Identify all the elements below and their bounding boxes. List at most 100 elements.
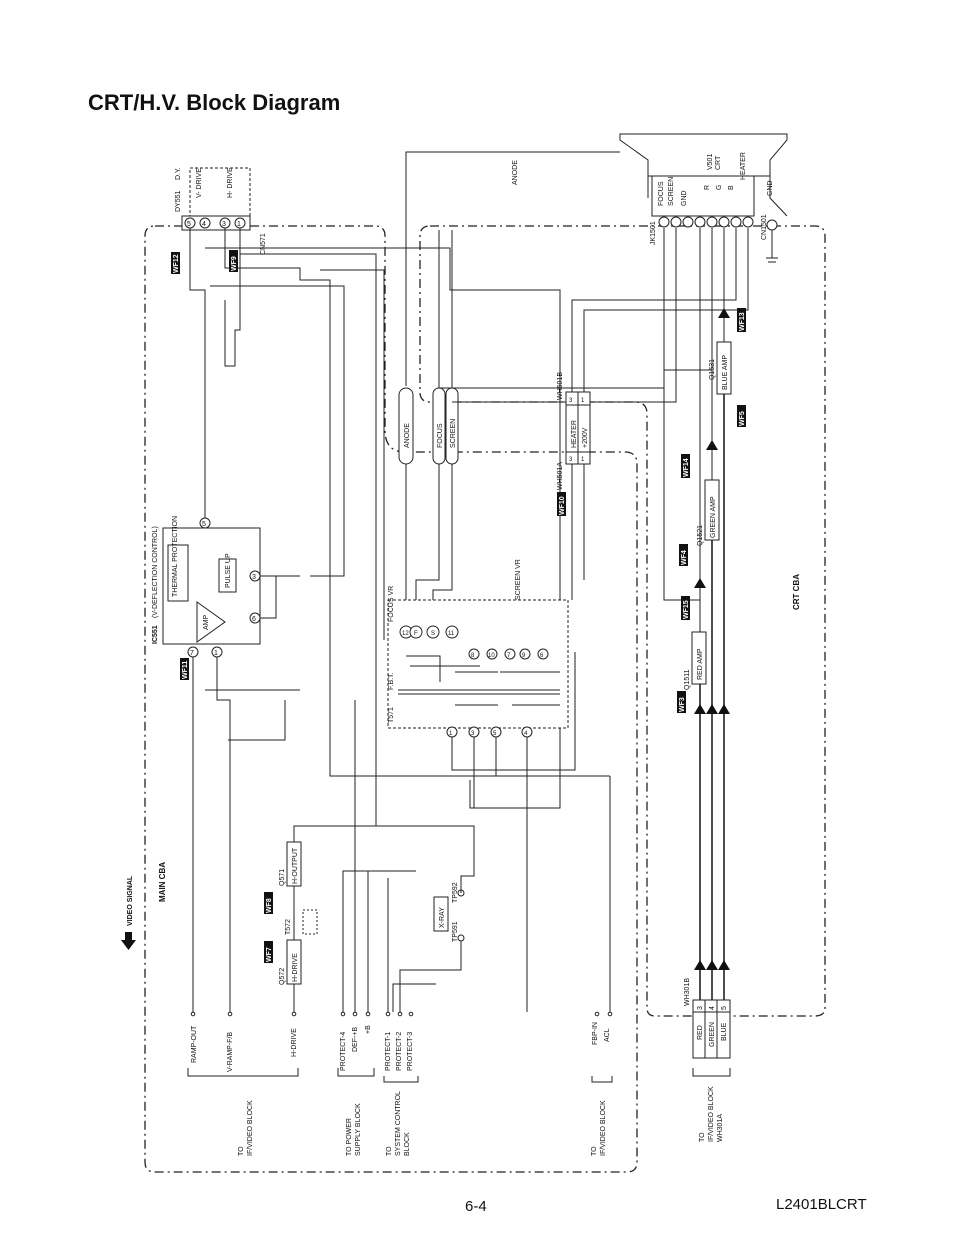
svg-text:TO: TO <box>238 1146 245 1156</box>
hv-leads: ANODE FOCUS SCREEN <box>398 387 459 465</box>
svg-text:DEF-+B: DEF-+B <box>352 1027 359 1052</box>
fbt-t571: T571 F.B.T. FOCUS VR SCREEN VR 12 F S 11… <box>387 559 569 738</box>
svg-text:3: 3 <box>222 221 226 228</box>
svg-text:AMP: AMP <box>203 615 210 631</box>
q571-h-output: H-OUTPUT Q571 <box>279 841 302 887</box>
svg-text:SYSTEM CONTROL: SYSTEM CONTROL <box>395 1091 402 1156</box>
svg-text:3: 3 <box>697 1006 704 1010</box>
svg-text:JK1501: JK1501 <box>650 221 657 245</box>
svg-text:SUPPLY BLOCK: SUPPLY BLOCK <box>355 1103 362 1156</box>
x-ray-block: X-RAY TP591 TP592 <box>433 882 465 942</box>
svg-text:CN571: CN571 <box>260 233 267 255</box>
svg-text:CN1501: CN1501 <box>761 214 768 240</box>
svg-text:SCREEN VR: SCREEN VR <box>515 559 522 600</box>
svg-text:BLUE: BLUE <box>721 1022 728 1041</box>
t572-transformer: T572 <box>285 909 318 935</box>
svg-text:Q572: Q572 <box>279 968 286 985</box>
svg-text:IF/VIDEO BLOCK: IF/VIDEO BLOCK <box>708 1086 715 1142</box>
svg-text:DY551: DY551 <box>175 190 182 212</box>
crt-cba-label: CRT CBA <box>792 574 801 610</box>
svg-text:WH501B: WH501B <box>557 372 564 400</box>
svg-text:FOCUS: FOCUS <box>437 423 444 448</box>
svg-text:HEATER: HEATER <box>740 152 747 180</box>
model-code: L2401BLCRT <box>776 1196 867 1213</box>
svg-text:9: 9 <box>522 653 526 659</box>
svg-text:X-RAY: X-RAY <box>439 907 446 928</box>
svg-text:F.B.T.: F.B.T. <box>388 672 395 690</box>
svg-text:WF9: WF9 <box>231 256 238 271</box>
svg-text:ACL: ACL <box>604 1028 611 1042</box>
svg-text:10: 10 <box>488 653 495 659</box>
svg-text:H-DRIVE: H-DRIVE <box>291 1028 298 1057</box>
svg-text:PROTECT-1: PROTECT-1 <box>385 1032 392 1071</box>
svg-text:BLOCK: BLOCK <box>404 1132 411 1156</box>
svg-text:S: S <box>431 631 435 637</box>
main-cba-label: MAIN CBA <box>158 862 167 902</box>
svg-text:GND: GND <box>767 180 774 196</box>
svg-text:WF12: WF12 <box>173 254 180 273</box>
svg-text:FBP-IN: FBP-IN <box>592 1022 599 1045</box>
svg-text:Q571: Q571 <box>279 869 286 886</box>
svg-text:1: 1 <box>237 221 241 228</box>
svg-text:TO POWER: TO POWER <box>346 1118 353 1156</box>
svg-text:6: 6 <box>540 653 544 659</box>
svg-text:H-OUTPUT: H-OUTPUT <box>292 847 299 884</box>
signal-group-wh301a: TO IF/VIDEO BLOCK WH301A <box>692 1068 731 1142</box>
svg-text:5: 5 <box>493 731 497 737</box>
svg-text:WF8: WF8 <box>266 898 273 913</box>
svg-text:WH301B: WH301B <box>684 978 691 1006</box>
svg-text:WF7: WF7 <box>266 947 273 962</box>
svg-text:WF4: WF4 <box>681 550 688 565</box>
svg-text:(V-DEFLECTION CONTROL): (V-DEFLECTION CONTROL) <box>152 526 159 618</box>
svg-text:H- DRIVE: H- DRIVE <box>227 167 234 198</box>
svg-text:T571: T571 <box>388 707 395 723</box>
anode-top-label: ANODE <box>512 160 519 185</box>
svg-text:7: 7 <box>507 653 511 659</box>
svg-text:WH301A: WH301A <box>717 1114 724 1142</box>
svg-text:3: 3 <box>569 457 573 463</box>
svg-text:TO: TO <box>699 1132 706 1142</box>
svg-text:G: G <box>716 185 723 190</box>
svg-text:WF11: WF11 <box>182 661 189 679</box>
svg-text:CRT: CRT <box>715 155 722 170</box>
wh501-connector: HEATER +200V 3 1 3 1 WH501B WH501A <box>557 372 591 490</box>
svg-text:WF3: WF3 <box>679 697 686 712</box>
svg-text:SCREEN: SCREEN <box>668 177 675 206</box>
svg-text:GREEN AMP: GREEN AMP <box>710 496 717 538</box>
svg-text:5: 5 <box>202 521 206 528</box>
svg-text:GREEN: GREEN <box>709 1022 716 1047</box>
svg-text:3: 3 <box>252 574 256 581</box>
svg-text:WF10: WF10 <box>559 496 566 515</box>
svg-text:ANODE: ANODE <box>404 423 411 448</box>
svg-text:WF14: WF14 <box>683 458 690 477</box>
svg-text:V- DRIVE: V- DRIVE <box>196 168 203 198</box>
svg-text:H-DRIVE: H-DRIVE <box>292 953 299 982</box>
svg-text:7: 7 <box>190 650 194 657</box>
svg-text:V-RAMP-F/B: V-RAMP-F/B <box>227 1032 234 1072</box>
ic551-box: THERMAL PROTECTION PULSE UP AMP 7 1 6 3 … <box>152 516 261 658</box>
svg-text:GND: GND <box>681 190 688 206</box>
main-cba-outline <box>144 225 638 1173</box>
svg-text:THERMAL PROTECTION: THERMAL PROTECTION <box>172 516 179 597</box>
svg-text:IF/VIDEO BLOCK: IF/VIDEO BLOCK <box>600 1100 607 1156</box>
svg-text:RED: RED <box>697 1025 704 1040</box>
svg-text:5: 5 <box>721 1006 728 1010</box>
svg-text:1: 1 <box>581 457 585 463</box>
svg-text:RAMP-OUT: RAMP-OUT <box>191 1025 198 1063</box>
svg-text:1: 1 <box>449 731 453 737</box>
svg-text:11: 11 <box>448 631 455 637</box>
wh301b-connector: 3 4 5 RED GREEN BLUE WH301B <box>684 978 731 1059</box>
svg-text:PROTECT-3: PROTECT-3 <box>407 1032 414 1071</box>
svg-text:B: B <box>728 185 735 190</box>
svg-text:8: 8 <box>471 653 475 659</box>
svg-text:4: 4 <box>709 1006 716 1010</box>
svg-text:Q1511: Q1511 <box>684 669 691 690</box>
svg-text:4: 4 <box>524 731 528 737</box>
svg-text:1: 1 <box>581 398 585 404</box>
jk1501-labels: FOCUS SCREEN GND R G B HEATER V501 CRT G… <box>650 152 774 245</box>
svg-text:SCREEN: SCREEN <box>450 419 457 448</box>
crt-tube <box>619 133 788 217</box>
svg-text:VIDEO SIGNAL: VIDEO SIGNAL <box>127 875 134 926</box>
svg-text:T572: T572 <box>285 919 292 935</box>
